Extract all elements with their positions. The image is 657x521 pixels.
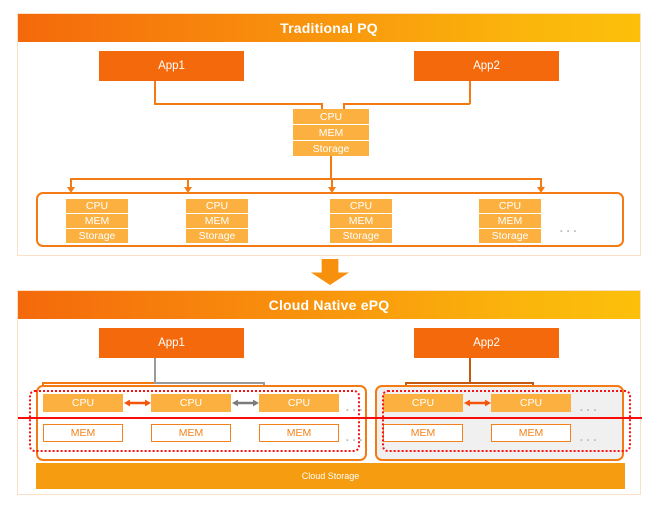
- app2-cpu-1-label: CPU: [411, 397, 435, 409]
- worker1-storage: Storage: [66, 229, 128, 243]
- fanout-arrow-1: [67, 187, 75, 193]
- app1-connector-stem-bottom: [154, 358, 156, 383]
- app2-cpu-2-label: CPU: [519, 397, 543, 409]
- app2-cpu-ellipsis: ...: [579, 396, 600, 415]
- coordinator-storage: Storage: [293, 141, 369, 156]
- app2-cpu-link-1-2: [464, 399, 491, 407]
- app1-box-top: App1: [99, 51, 244, 81]
- worker1-storage-label: Storage: [78, 230, 116, 242]
- fanout-drop-3: [331, 178, 333, 188]
- fanout-arrow-3: [328, 187, 336, 193]
- app2-mem-2: MEM: [491, 424, 571, 442]
- app1-mem-2-label: MEM: [178, 427, 204, 439]
- cloud-native-epq-panel: Cloud Native ePQ App1 App2 CPU CPU: [17, 290, 642, 495]
- app1-label-bottom: App1: [158, 337, 185, 349]
- app1-connector-horizontal-top: [154, 103, 322, 105]
- app2-mem-2-label: MEM: [518, 427, 544, 439]
- app2-mem-ellipsis: ...: [579, 426, 600, 445]
- app1-label-top: App1: [158, 60, 185, 72]
- worker4-cpu: CPU: [479, 199, 541, 213]
- app1-cpu-link-1-2: [124, 399, 151, 407]
- coordinator-mem-label: MEM: [318, 126, 344, 139]
- app1-mem-ellipsis: ...: [345, 426, 366, 445]
- app1-mem-3: MEM: [259, 424, 339, 442]
- app2-connector-stem-top: [469, 81, 471, 104]
- app1-connector-right-bus: [154, 382, 264, 384]
- worker2-mem: MEM: [186, 214, 248, 228]
- app1-mem-2: MEM: [151, 424, 231, 442]
- worker4-cpu-label: CPU: [498, 200, 522, 212]
- coordinator-storage-label: Storage: [312, 142, 350, 155]
- app2-connector-bus: [405, 382, 533, 384]
- worker1-mem: MEM: [66, 214, 128, 228]
- app1-connector-stem-top: [154, 81, 156, 104]
- fanout-drop-1: [70, 178, 72, 188]
- worker3-cpu: CPU: [330, 199, 392, 213]
- app1-cpu-2: CPU: [151, 394, 231, 412]
- app1-cpu-ellipsis: ...: [345, 396, 366, 415]
- app1-mem-1-label: MEM: [70, 427, 96, 439]
- app1-cpu-1-label: CPU: [71, 397, 95, 409]
- worker3-storage-label: Storage: [342, 230, 380, 242]
- worker1-cpu-label: CPU: [85, 200, 109, 212]
- app2-connector-drop-top: [343, 103, 345, 112]
- worker2-cpu-label: CPU: [205, 200, 229, 212]
- worker1-mem-label: MEM: [84, 215, 110, 227]
- worker2-mem-label: MEM: [204, 215, 230, 227]
- app1-connector-drop-top: [321, 103, 323, 112]
- app1-connector-left-bus: [42, 382, 155, 384]
- worker4-storage-label: Storage: [491, 230, 529, 242]
- app2-connector-stem-bottom: [469, 358, 471, 383]
- worker3-cpu-label: CPU: [349, 200, 373, 212]
- worker3-mem-label: MEM: [348, 215, 374, 227]
- fanout-drop-2: [187, 178, 189, 188]
- worker3-storage: Storage: [330, 229, 392, 243]
- cloud-native-epq-title: Cloud Native ePQ: [18, 291, 640, 319]
- worker2-storage: Storage: [186, 229, 248, 243]
- worker4-mem: MEM: [479, 214, 541, 228]
- app2-box-bottom: App2: [414, 328, 559, 358]
- traditional-pq-panel: Traditional PQ App1 App2 CPU MEM Storage: [17, 13, 641, 256]
- app1-cpu-3: CPU: [259, 394, 339, 412]
- app2-label-bottom: App2: [473, 337, 500, 349]
- fanout-arrow-4: [537, 187, 545, 193]
- app1-cpu-2-label: CPU: [179, 397, 203, 409]
- app2-box-top: App2: [414, 51, 559, 81]
- app2-cpu-2: CPU: [491, 394, 571, 412]
- app1-cpu-1: CPU: [43, 394, 123, 412]
- app2-cpu-1: CPU: [383, 394, 463, 412]
- fanout-drop-4: [540, 178, 542, 188]
- worker1-cpu: CPU: [66, 199, 128, 213]
- coordinator-mem: MEM: [293, 125, 369, 140]
- worker2-cpu: CPU: [186, 199, 248, 213]
- app2-mem-1: MEM: [383, 424, 463, 442]
- app2-label-top: App2: [473, 60, 500, 72]
- app2-connector-horizontal-top: [343, 103, 470, 105]
- worker3-mem: MEM: [330, 214, 392, 228]
- app1-box-bottom: App1: [99, 328, 244, 358]
- app2-mem-1-label: MEM: [410, 427, 436, 439]
- compute-storage-separation-line: [18, 417, 642, 419]
- coordinator-cpu: CPU: [293, 109, 369, 124]
- cloud-storage-label: Cloud Storage: [301, 471, 360, 481]
- app1-mem-1: MEM: [43, 424, 123, 442]
- app1-cpu-link-2-3: [232, 399, 259, 407]
- worker4-storage: Storage: [479, 229, 541, 243]
- fanout-arrow-2: [184, 187, 192, 193]
- down-arrow-icon: [311, 259, 349, 285]
- cloud-storage-bar: Cloud Storage: [36, 463, 625, 489]
- app1-cpu-3-label: CPU: [287, 397, 311, 409]
- worker-group-ellipsis: ...: [559, 217, 580, 236]
- app1-mem-3-label: MEM: [286, 427, 312, 439]
- traditional-pq-title: Traditional PQ: [18, 14, 640, 42]
- worker2-storage-label: Storage: [198, 230, 236, 242]
- fanout-bus: [70, 178, 541, 180]
- worker4-mem-label: MEM: [497, 215, 523, 227]
- fanout-stem: [330, 156, 332, 179]
- coordinator-cpu-label: CPU: [319, 110, 343, 123]
